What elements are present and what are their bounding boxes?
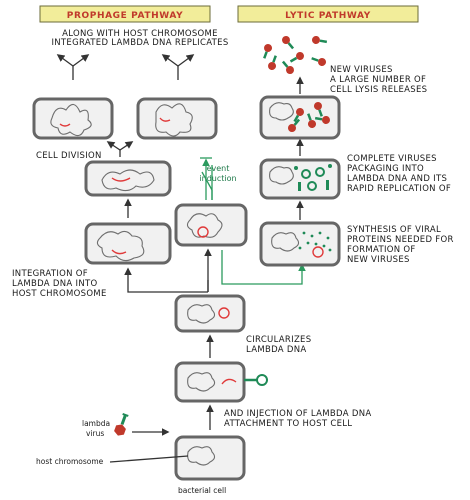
synthesis-label-line2: PROTEINS NEEDED FOR [347, 235, 454, 245]
induction-arrow [201, 165, 213, 200]
lambda-virus-icon [111, 411, 132, 439]
bacterial-cell-label: bacterial cell [178, 486, 226, 495]
synthesis-cell [259, 221, 341, 267]
rapid-label-line3: PACKAGING INTO [347, 164, 424, 174]
circularized-dna-cell [174, 294, 246, 333]
synthesis-label-line1: SYNTHESIS OF VIRAL [347, 225, 441, 235]
lysis-label-line1: CELL LYSIS RELEASES [330, 85, 427, 95]
lytic-pathway-title: LYTIC PATHWAY [285, 11, 371, 21]
daughter-cell-left [32, 97, 114, 140]
integrated-prophage-cell [84, 160, 172, 197]
replicates-label-line2: ALONG WITH HOST CHROMOSOME [62, 29, 218, 39]
released-viruses [259, 33, 329, 77]
replicates-label-line1: INTEGRATED LAMBDA DNA REPLICATES [51, 38, 228, 48]
lysis-label-line3: NEW VIRUSES [330, 65, 393, 75]
prophage-pathway-header: PROPHAGE PATHWAY [39, 5, 211, 23]
branch-arrows-from-circularized [127, 248, 212, 293]
induction-label: induction [199, 174, 236, 183]
synthesis-label-line4: NEW VIRUSES [347, 255, 410, 265]
attachment-label-line1: ATTACHMENT TO HOST CELL [224, 419, 352, 429]
prophage-pathway-title: PROPHAGE PATHWAY [67, 11, 183, 21]
host-chromosome-label: host chromosome [36, 457, 104, 466]
rapid-label-line1: RAPID REPLICATION OF [347, 184, 451, 194]
lambda-label: lambda [82, 419, 110, 428]
integration-label-line3: HOST CHROMOSOME [12, 289, 107, 299]
rapid-replication-cell [259, 158, 341, 200]
bacterial-cell [174, 435, 246, 481]
host-chromosome-pointer [109, 455, 189, 463]
induction-event-label: event [207, 164, 230, 173]
lytic-pathway-header: LYTIC PATHWAY [237, 5, 419, 23]
induction-cell [174, 203, 248, 247]
lysis-label-line2: A LARGE NUMBER OF [330, 75, 426, 85]
daughter-cell-right [136, 97, 218, 140]
attached-virus-icon [244, 374, 268, 386]
lytic-entry-arrow [221, 250, 306, 285]
circularizes-label-line1: LAMBDA DNA [246, 345, 307, 355]
cell-division-label: CELL DIVISION [36, 151, 102, 161]
virus-label: virus [86, 429, 104, 438]
rapid-label-line4: COMPLETE VIRUSES [347, 154, 437, 164]
integration-label-line2: LAMBDA DNA INTO [12, 279, 98, 289]
attachment-label-line2: AND INJECTION OF LAMBDA DNA [224, 409, 371, 419]
rapid-label-line2: LAMBDA DNA AND ITS [347, 174, 447, 184]
injection-cell [174, 361, 268, 403]
synthesis-label-line3: FORMATION OF [347, 245, 416, 255]
cell-division-arrows [106, 141, 134, 157]
circularizes-label-line2: CIRCULARIZES [246, 335, 311, 345]
lysis-cell [259, 95, 341, 140]
replication-branching-arrows [56, 54, 195, 80]
integration-cell [84, 222, 172, 265]
integration-label-line1: INTEGRATION OF [12, 269, 88, 279]
